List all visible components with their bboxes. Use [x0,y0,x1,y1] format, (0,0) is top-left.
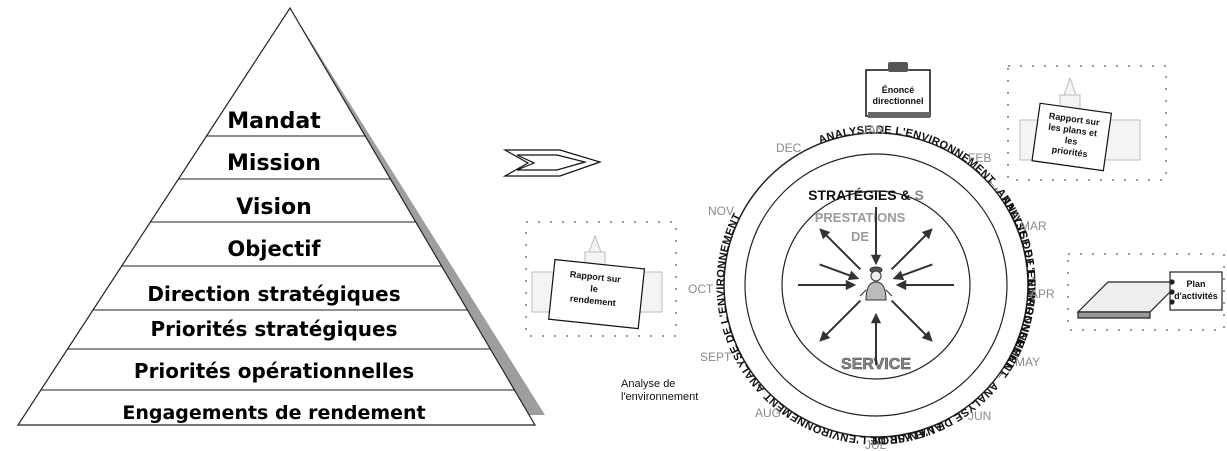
pyramid: Mandat Mission Vision Objectif Direction… [16,6,545,426]
rapport-plans-document: Rapport sur les plans et les priorités [1007,65,1167,181]
pyramid-shadow [290,8,545,415]
arrow-head [921,228,933,240]
month-jan: JAN [862,123,885,137]
chevron-arrow-icon [502,149,602,177]
month-apr: APR [1030,287,1055,301]
month-may: MAY [1015,355,1040,369]
arrow-head [847,270,860,281]
clipboard-clip-icon [888,62,908,72]
pyramid-body [16,6,537,426]
service-arrow [890,299,932,341]
pyramid-level-mandat: Mandat [227,109,321,134]
pyramid-level-engagements: Engagements de rendement [122,402,425,424]
binder-icon [1076,271,1223,319]
arrow-head [921,330,933,342]
service-arrow [890,229,932,271]
dotted-frame [1067,253,1225,331]
enonce-document: Énoncé directionnel [865,62,931,118]
service-arrow [820,299,862,341]
arrow-head [819,330,831,342]
strategies-label: STRATÉGIES & S [808,187,924,203]
rapport-rendement-line-3: rendement [569,293,616,308]
caption-line-2: l'environnement [621,391,699,403]
month-nov: NOV [708,204,734,218]
plan-line-2: d'activités [1174,291,1218,301]
month-oct: OCT [688,282,714,296]
plan-line-1: Plan [1186,279,1205,289]
pyramid-levels: Mandat Mission Vision Objectif Direction… [122,109,425,424]
arrow-head [895,279,907,291]
service-arrow [820,229,862,271]
month-aug: AUG [755,406,781,420]
pyramid-level-priorites-operationnelles: Priorités opérationnelles [134,359,414,383]
month-jun: JUN [968,409,991,423]
rapport-plans-line-3: les [1064,135,1078,147]
arrow-head [870,312,882,324]
arrow-head [845,279,857,291]
environment-caption: Analyse de l'environnement [621,378,698,404]
service-arrows [798,207,954,365]
rapport-rendement-document: Rapport sur le rendement [525,221,677,337]
pyramid-dividers [40,135,515,391]
pyramid-level-objectif: Objectif [227,237,321,261]
months: JAN FEB MAR APR MAY JUN JUL AUG SEPT OCT… [688,123,1055,451]
month-jul: JUL [865,438,887,451]
prestations-label: PRESTATIONS [815,210,906,225]
arrow-head [819,228,831,240]
arrow-head [870,254,882,266]
month-feb: FEB [968,151,991,165]
enonce-line-2: directionnel [872,96,923,106]
month-dec: DEC [776,141,802,155]
rapport-plans-line-4: priorités [1051,144,1088,159]
enonce-line-1: Énoncé [882,85,915,95]
plan-activites-document: Plan d'activités [1067,253,1225,331]
month-sept: SEPT [700,350,732,364]
de-label: DE [851,229,869,244]
caption-line-1: Analyse de [621,378,676,390]
month-mar: MAR [1020,219,1047,233]
pyramid-level-mission: Mission [227,151,321,176]
arrow-head [892,270,905,281]
pyramid-level-direction: Direction stratégiques [147,282,400,306]
rapport-rendement-line-2: le [590,283,599,294]
pyramid-level-vision: Vision [236,195,312,220]
service-person-icon [859,266,893,301]
pyramid-level-priorites-strategiques: Priorités stratégiques [151,317,398,341]
